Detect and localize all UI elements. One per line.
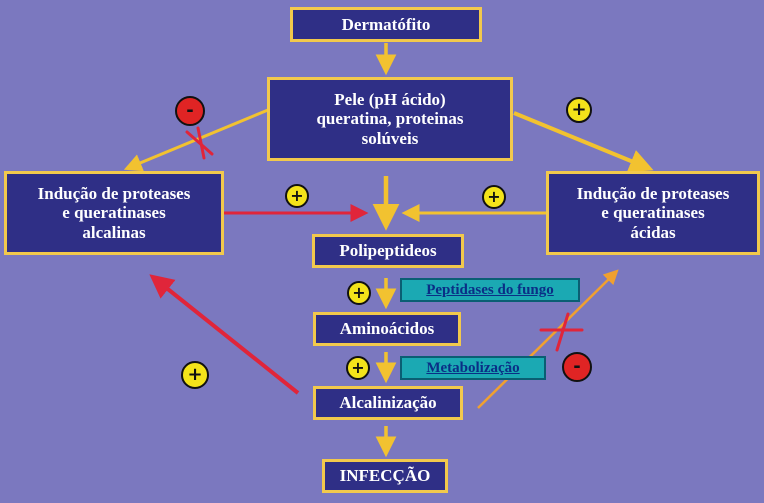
- tag-peptidases-label: Peptidases do fungo: [426, 281, 554, 298]
- plus-sign-left-arrow: +: [285, 184, 309, 208]
- box-polipeptideos-label: Polipeptideos: [339, 241, 437, 261]
- arrow-pele-to-inducao-alcalinas: [123, 108, 269, 172]
- box-inducao-alcalinas-label: Indução de proteases e queratinases alca…: [37, 183, 191, 242]
- box-inducao-acidas-label: Indução de proteases e queratinases ácid…: [576, 183, 730, 242]
- block-cross-left: [185, 126, 214, 160]
- box-alcalinizacao-label: Alcalinização: [339, 393, 437, 413]
- tag-peptidases: Peptidases do fungo: [400, 278, 580, 302]
- plus-sign-top-right: +: [566, 97, 592, 123]
- box-pele: Pele (pH ácido) queratina, proteinas sol…: [267, 77, 513, 161]
- box-dermatofito-label: Dermatófito: [341, 14, 431, 34]
- minus-sign-left: -: [175, 96, 205, 126]
- box-alcalinizacao: Alcalinização: [313, 386, 463, 420]
- plus-sign-right-arrow: +: [482, 185, 506, 209]
- plus-sign-bottom-left: +: [181, 361, 209, 389]
- box-aminoacidos: Aminoácidos: [313, 312, 461, 346]
- box-infeccao: INFECÇÃO: [322, 459, 448, 493]
- tag-metabolizacao-label: Metabolização: [426, 359, 520, 376]
- box-inducao-acidas: Indução de proteases e queratinases ácid…: [546, 171, 760, 255]
- plus-sign-peptidases: +: [347, 281, 371, 305]
- box-polipeptideos: Polipeptideos: [312, 234, 464, 268]
- box-dermatofito: Dermatófito: [290, 7, 482, 42]
- plus-sign-metabolizacao: +: [346, 356, 370, 380]
- arrow-pele-to-inducao-acidas: [513, 111, 654, 173]
- block-cross-right: [539, 312, 584, 352]
- box-pele-label: Pele (pH ácido) queratina, proteinas sol…: [316, 89, 464, 148]
- tag-metabolizacao: Metabolização: [400, 356, 546, 380]
- box-aminoacidos-label: Aminoácidos: [339, 319, 435, 339]
- arrow-alcalinizacao-to-inducao-alcalinas: [149, 274, 300, 395]
- box-inducao-alcalinas: Indução de proteases e queratinases alca…: [4, 171, 224, 255]
- box-infeccao-label: INFECÇÃO: [339, 466, 431, 486]
- arrow-alcalinizacao-to-inducao-acidas: [477, 269, 619, 409]
- minus-sign-right: -: [562, 352, 592, 382]
